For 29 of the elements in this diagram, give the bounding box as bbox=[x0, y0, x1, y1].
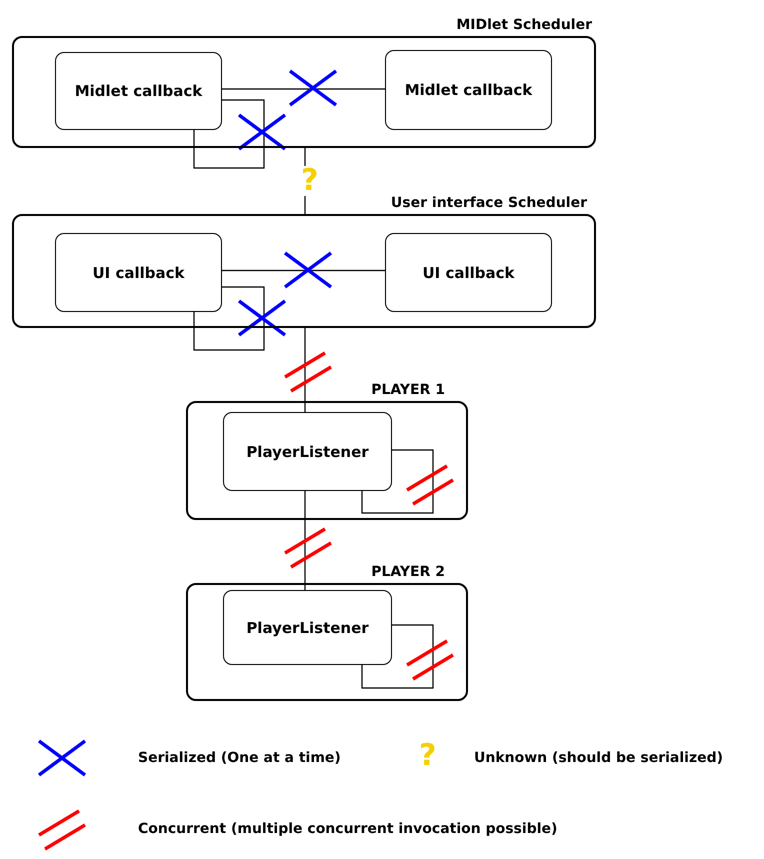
callback-box bbox=[385, 233, 552, 312]
legend-label: Unknown (should be serialized) bbox=[474, 750, 724, 766]
group-heading: PLAYER 1 bbox=[371, 382, 445, 398]
edge-label: ? bbox=[301, 166, 318, 196]
connector-line bbox=[361, 624, 434, 689]
legend-label: Serialized (One at a time) bbox=[138, 750, 341, 766]
connector-line bbox=[222, 270, 385, 272]
callback-box bbox=[385, 50, 552, 130]
connector-line bbox=[304, 328, 306, 412]
connector-line bbox=[361, 449, 434, 514]
callback-box bbox=[55, 52, 222, 130]
connector-line bbox=[222, 88, 385, 90]
unknown-question-icon: ? bbox=[419, 741, 436, 771]
group-heading: User interface Scheduler bbox=[390, 195, 587, 211]
node-label: UI callback bbox=[92, 264, 184, 282]
node-label: PlayerListener bbox=[246, 618, 369, 636]
node-label: Midlet callback bbox=[74, 82, 202, 100]
legend-label: Concurrent (multiple concurrent invocation possible) bbox=[138, 821, 558, 837]
callback-box bbox=[223, 590, 392, 665]
callback-box bbox=[55, 233, 222, 312]
connector-line bbox=[193, 286, 265, 351]
group-heading: PLAYER 2 bbox=[371, 564, 445, 580]
callback-box bbox=[223, 412, 392, 491]
connector-line bbox=[304, 491, 306, 590]
group-heading: MIDlet Scheduler bbox=[456, 17, 592, 33]
node-label: Midlet callback bbox=[404, 81, 532, 99]
node-label: UI callback bbox=[422, 264, 514, 282]
connector-line bbox=[193, 99, 265, 169]
node-label: PlayerListener bbox=[246, 442, 369, 460]
